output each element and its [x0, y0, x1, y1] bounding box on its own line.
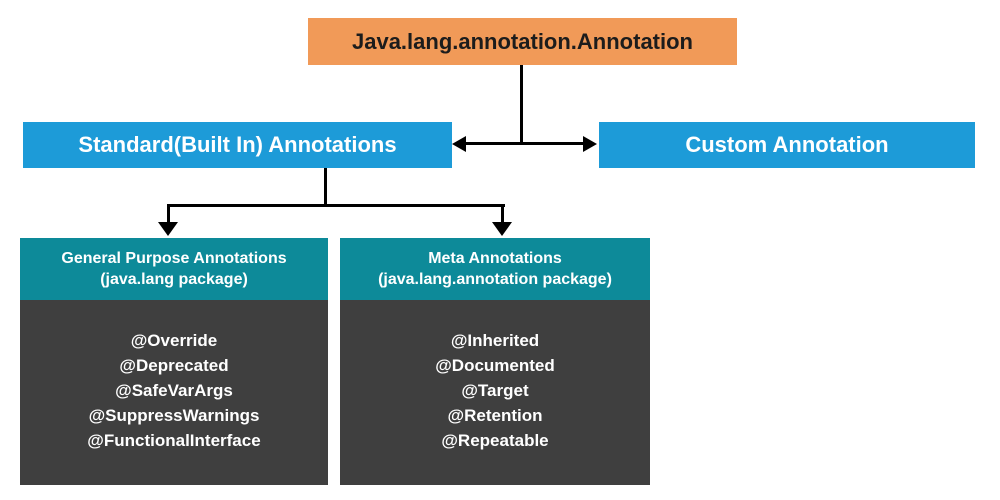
annotation-item: @Target: [461, 381, 529, 400]
group-meta-header: Meta Annotations (java.lang.annotation p…: [340, 238, 650, 300]
group-general-purpose-subtitle: (java.lang package): [100, 271, 248, 288]
connector-branch-horizontal: [167, 204, 505, 207]
connector-root-stem: [520, 65, 523, 144]
annotation-item: @SuppressWarnings: [88, 406, 260, 425]
arrow-down-right-icon: [492, 222, 512, 236]
connector-drop-left: [167, 204, 170, 224]
node-standard-annotations: Standard(Built In) Annotations: [23, 122, 452, 168]
arrow-right-icon: [583, 136, 597, 152]
annotation-item: @Retention: [447, 406, 543, 425]
annotation-item: @SafeVarArgs: [115, 381, 233, 400]
annotation-item: @FunctionalInterface: [87, 431, 261, 450]
group-meta-body: @Inherited @Documented @Target @Retentio…: [340, 300, 650, 485]
group-general-purpose-body: @Override @Deprecated @SafeVarArgs @Supp…: [20, 300, 328, 485]
group-meta-annotations: Meta Annotations (java.lang.annotation p…: [340, 238, 650, 485]
group-general-purpose-header: General Purpose Annotations (java.lang p…: [20, 238, 328, 300]
group-general-purpose-annotations: General Purpose Annotations (java.lang p…: [20, 238, 328, 485]
group-meta-title: Meta Annotations: [428, 250, 562, 267]
node-java-lang-annotation-annotation: Java.lang.annotation.Annotation: [308, 18, 737, 65]
group-meta-subtitle: (java.lang.annotation package): [378, 271, 612, 288]
group-general-purpose-title: General Purpose Annotations: [61, 250, 287, 267]
connector-top-horizontal: [464, 142, 584, 145]
annotation-item: @Override: [130, 331, 218, 350]
annotation-item: @Documented: [435, 356, 555, 375]
annotation-item: @Inherited: [450, 331, 540, 350]
annotation-item: @Deprecated: [119, 356, 229, 375]
arrow-left-icon: [452, 136, 466, 152]
annotation-item: @Repeatable: [441, 431, 549, 450]
connector-drop-right: [501, 204, 504, 224]
arrow-down-left-icon: [158, 222, 178, 236]
node-custom-annotation: Custom Annotation: [599, 122, 975, 168]
connector-standard-stem: [324, 168, 327, 206]
